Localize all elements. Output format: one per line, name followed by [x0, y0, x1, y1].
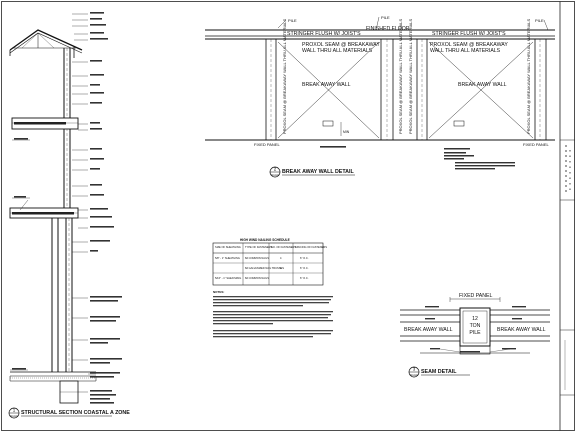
- pile-label-right: PILE: [535, 18, 544, 23]
- section-scale: SCALE: [10, 415, 18, 418]
- header-type: TYPE OF FASTENERS: [245, 245, 273, 249]
- seam-number: 3: [413, 367, 416, 372]
- breakaway-title: BREAK AWAY WALL DETAIL: [282, 169, 354, 175]
- notes-heading: NOTES:: [213, 290, 224, 294]
- table-row-2-count: 4: [280, 266, 282, 270]
- title-block: [559, 1, 575, 431]
- seam-break-away-right: BREAK AWAY WALL: [497, 327, 546, 333]
- pile-tag-size: 12: [472, 316, 478, 322]
- section-number: 1: [13, 408, 16, 413]
- structural-section: 1 SCALE STRUCTURAL SECTION COASTAL A ZON…: [8, 12, 130, 419]
- breakaway-number: 2: [274, 167, 277, 172]
- table-row-3-size: 5/16" - 1" SHEATHING: [215, 276, 241, 280]
- seam-fixed-panel: FIXED PANEL: [459, 293, 492, 299]
- table-row-2-spacing: 6" O.C.: [300, 266, 309, 270]
- proxol-top-right-2: WALL THRU ALL MATERIALS: [430, 48, 501, 54]
- table-row-2-type: 8d GALVANIZED NAIL TRUSSES: [245, 266, 284, 270]
- break-away-wall-right: BREAK AWAY WALL: [458, 82, 507, 88]
- nailing-title: HIGH WIND NAILING SCHEDULE: [240, 238, 290, 242]
- table-row-1-size: 5/8" - 1" SHEATHING: [215, 256, 240, 260]
- header-spacing: SPACING OF FASTENERS: [295, 245, 327, 249]
- fixed-panel-left: FIXED PANEL: [254, 142, 280, 147]
- stringer-label-right: STRINGER FLUSH W/ JOIST'S: [432, 31, 506, 37]
- breakaway-scale: SCALE: [271, 174, 279, 177]
- break-away-wall-left: BREAK AWAY WALL: [302, 82, 351, 88]
- header-count: NO. OF FASTENERS: [271, 245, 296, 249]
- seam-detail: FIXED PANEL 12 TON PILE BREAK AWAY WALL …: [400, 293, 550, 378]
- fixed-panel-right: FIXED PANEL: [523, 142, 549, 147]
- pile-tag-ton: TON: [470, 323, 481, 329]
- pile-label-mid: PILE: [381, 15, 390, 20]
- pile-tag-pile: PILE: [469, 330, 481, 336]
- vert-proxol-3: PROXOL SEAM @ BREAKAWAY WALL THRU ALL MA…: [408, 19, 413, 134]
- table-row-1-type: 8d COMMON NAILS: [245, 256, 269, 260]
- seam-break-away-left: BREAK AWAY WALL: [404, 327, 453, 333]
- vert-proxol-1: PROXOL SEAM @ BREAKAWAY WALL THRU ALL MA…: [282, 19, 287, 134]
- table-row-3-spacing: 6" O.C.: [300, 276, 309, 280]
- table-row-1-count: 4: [280, 256, 282, 260]
- proxol-top-right-1: PROXOL SEAM @ BREAKAWAY: [430, 42, 508, 48]
- seam-scale: SCALE: [410, 374, 418, 377]
- nailing-schedule: HIGH WIND NAILING SCHEDULE SIZE OF SHEAT…: [212, 238, 333, 338]
- section-title: STRUCTURAL SECTION COASTAL A ZONE: [21, 410, 130, 416]
- pile-label-left: PILE: [288, 18, 297, 23]
- table-row-1-spacing: 6" O.C.: [300, 256, 309, 260]
- proxol-top-left-1: PROXOL SEAM @ BREAKAWAY: [302, 42, 380, 48]
- vert-proxol-2: PROXOL SEAM @ BREAKAWAY WALL THRU ALL MA…: [398, 19, 403, 134]
- seam-title: SEAM DETAIL: [421, 369, 457, 375]
- breakaway-wall-detail: PILE PILE PILE FINISHED FLOOR STRINGER F…: [205, 15, 555, 178]
- min-label: MIN: [343, 130, 350, 134]
- finished-floor-label: FINISHED FLOOR: [366, 26, 410, 32]
- header-size: SIZE OF SHEATHING: [215, 245, 241, 249]
- table-row-3-type: 8d COMMON NAILS: [245, 276, 269, 280]
- proxol-top-left-2: WALL THRU ALL MATERIALS: [302, 48, 373, 54]
- stringer-label-left: STRINGER FLUSH W/ JOIST'S: [287, 31, 361, 37]
- vert-proxol-4: PROXOL SEAM @ BREAKAWAY WALL THRU ALL MA…: [526, 19, 531, 134]
